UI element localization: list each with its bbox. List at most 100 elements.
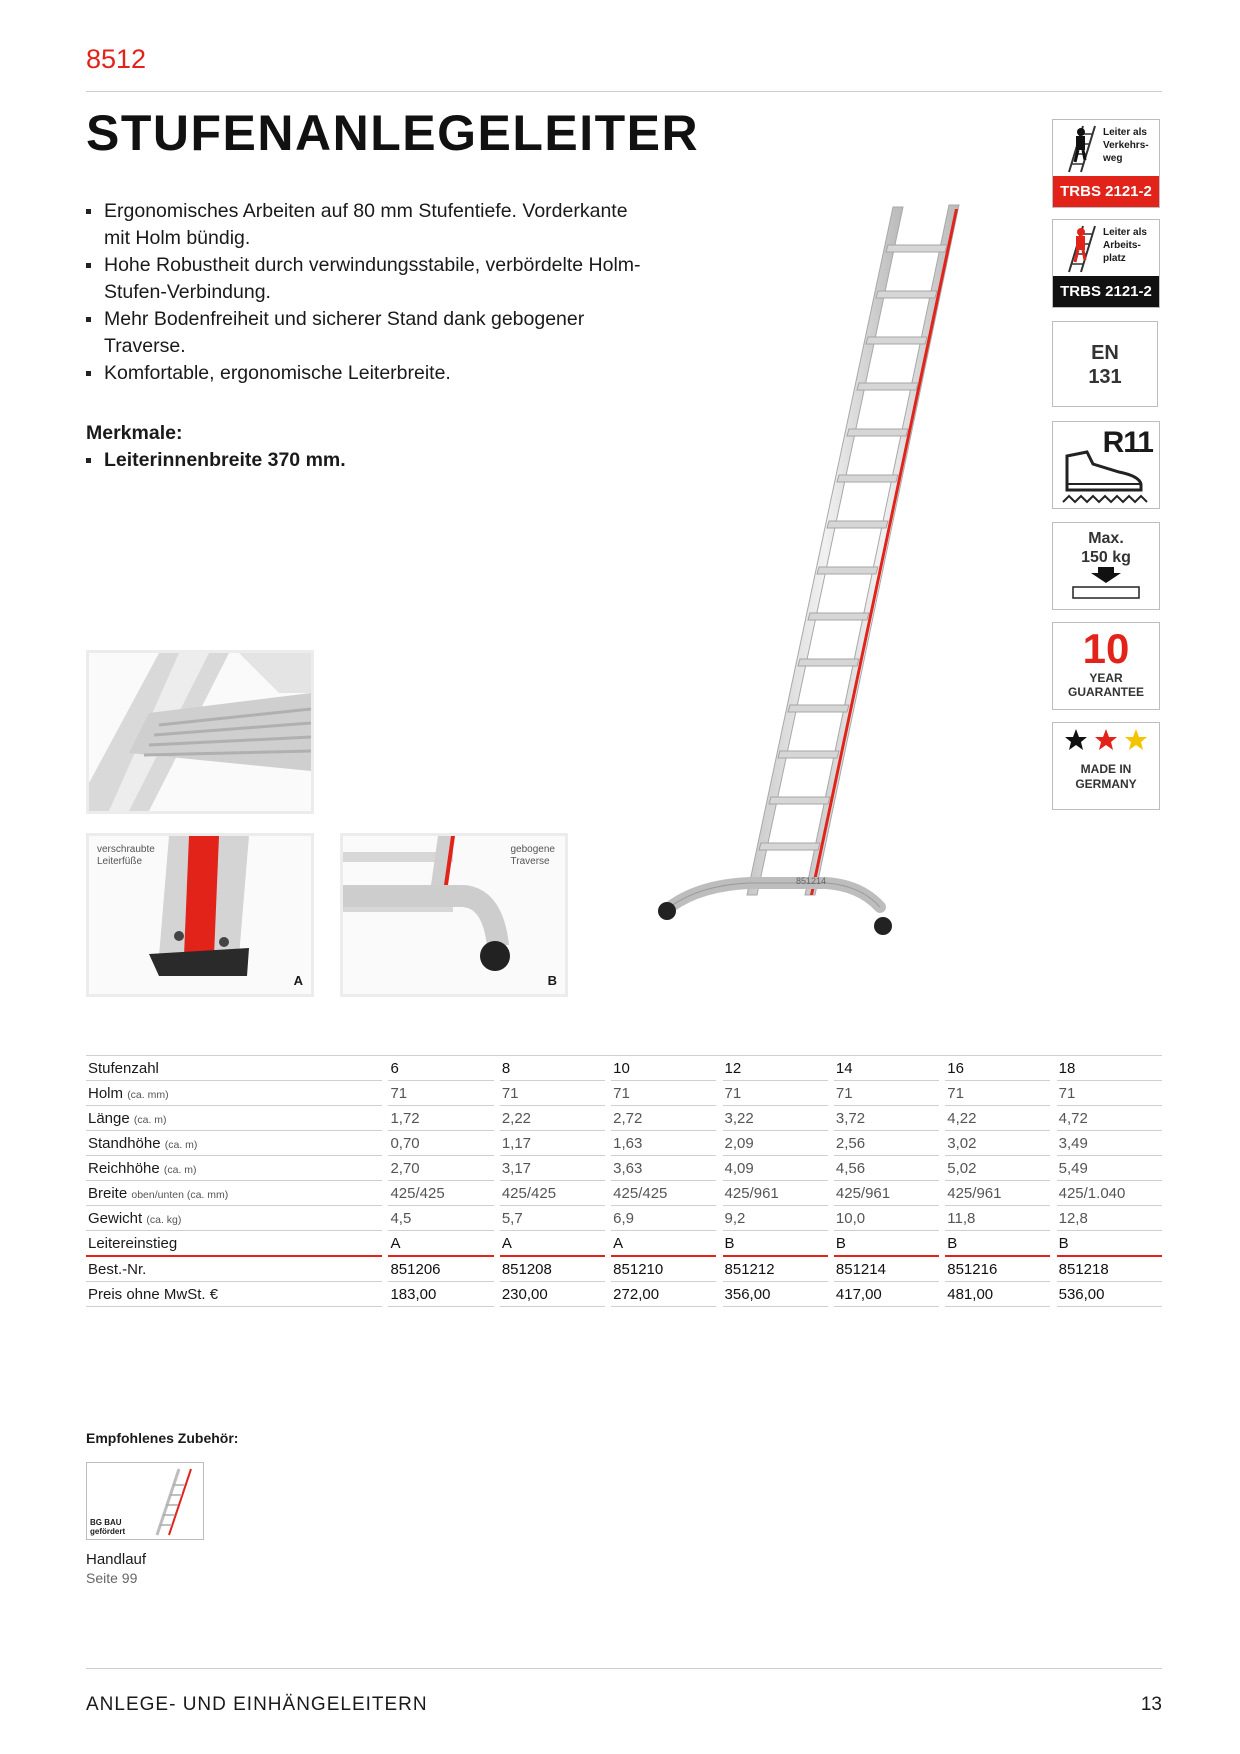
ladder-illustration: 851214	[658, 204, 960, 935]
table-cell: 9,2	[722, 1205, 828, 1231]
foot-letter: A	[293, 973, 303, 988]
table-cell: 6	[388, 1055, 494, 1081]
table-cell: 71	[1056, 1080, 1162, 1106]
traverse-detail-photo: gebogene Traverse B	[340, 833, 568, 997]
table-cell: 71	[945, 1080, 1051, 1106]
row-label: Holm (ca. mm)	[86, 1080, 383, 1106]
table-cell: 11,8	[945, 1205, 1051, 1231]
badge-r11: R11	[1052, 421, 1160, 509]
row-label: Stufenzahl	[86, 1055, 383, 1081]
table-cell: 417,00	[833, 1281, 940, 1307]
table-cell: 851216	[945, 1255, 1051, 1282]
table-cell: 2,22	[499, 1105, 606, 1131]
table-cell: 5,7	[499, 1205, 606, 1231]
table-cell: 4,09	[722, 1155, 828, 1181]
table-cell: 3,22	[722, 1105, 828, 1131]
table-cell: 183,00	[388, 1281, 494, 1307]
accessory-name[interactable]: Handlauf	[86, 1551, 147, 1568]
load-arrow-icon	[1072, 567, 1140, 599]
page-number: 13	[1140, 1694, 1162, 1715]
table-cell: 4,72	[1056, 1105, 1162, 1131]
table-cell: 5,49	[1056, 1155, 1162, 1181]
feature-item: Komfortable, ergonomische Leiterbreite.	[86, 360, 646, 387]
table-cell: B	[722, 1230, 828, 1256]
table-cell: A	[611, 1230, 717, 1256]
foot-caption: verschraubte Leiterfüße	[97, 844, 155, 867]
trbs2-text: Leiter als Arbeits- platz	[1103, 227, 1147, 264]
row-label-text: Standhöhe	[88, 1134, 161, 1152]
table-cell: 16	[945, 1055, 1051, 1081]
table-cell: 481,00	[945, 1281, 1051, 1307]
row-label: Leitereinstieg	[86, 1230, 383, 1256]
row-unit: (ca. m)	[163, 1163, 197, 1176]
handrail-ladder-image	[155, 1468, 192, 1536]
table-cell: 3,72	[833, 1105, 940, 1131]
guarantee-number: 10	[1082, 625, 1130, 672]
table-cell: A	[388, 1230, 494, 1256]
accessory-thumbnail[interactable]: BG BAU gefördert	[86, 1462, 204, 1540]
row-label-text: Best.-Nr.	[88, 1260, 147, 1278]
table-cell: 4,22	[945, 1105, 1051, 1131]
table-cell: 425/961	[833, 1180, 940, 1206]
merkmale-heading: Merkmale:	[86, 422, 183, 444]
merkmale-item: Leiterinnenbreite 370 mm.	[86, 447, 346, 474]
row-label-text: Leitereinstieg	[88, 1234, 178, 1252]
table-cell: 8	[499, 1055, 606, 1081]
badge-guarantee: 10 YEAR GUARANTEE	[1052, 622, 1160, 710]
max-line2: 150 kg	[1081, 549, 1131, 566]
table-cell: 12,8	[1056, 1205, 1162, 1231]
badge-trbs-verkehrsweg: Leiter als Verkehrs- weg TRBS 2121-2	[1052, 119, 1160, 208]
accessory-heading: Empfohlenes Zubehör:	[86, 1430, 239, 1446]
table-cell: B	[945, 1230, 1051, 1256]
table-cell: 3,63	[611, 1155, 717, 1181]
guarantee-line2: GUARANTEE	[1067, 685, 1144, 699]
model-number: 8512	[86, 44, 147, 74]
cell-spacer	[493, 1055, 500, 1081]
table-cell: 71	[388, 1080, 494, 1106]
cell-spacer	[605, 1055, 612, 1081]
row-unit: (ca. m)	[133, 1113, 167, 1126]
guarantee-line1: YEAR	[1089, 671, 1123, 685]
table-cell: 851208	[499, 1255, 606, 1282]
table-cell: 12	[722, 1055, 828, 1081]
row-label-text: Holm	[88, 1084, 124, 1102]
row-unit: (ca. mm)	[127, 1088, 169, 1101]
table-cell: 0,70	[388, 1130, 494, 1156]
table-cell: 10,0	[833, 1205, 940, 1231]
ladder-person-icon	[1068, 125, 1096, 173]
feature-item: Mehr Bodenfreiheit und sicherer Stand da…	[86, 306, 646, 360]
table-cell: 18	[1056, 1055, 1162, 1081]
foot-detail-photo: verschraubte Leiterfüße A	[86, 833, 314, 997]
row-label: Länge (ca. m)	[86, 1105, 383, 1131]
cell-spacer	[382, 1055, 389, 1081]
row-unit: oben/unten (ca. mm)	[131, 1188, 229, 1201]
table-cell: 272,00	[611, 1281, 717, 1307]
footer-section: ANLEGE- UND EINHÄNGELEITERN	[86, 1694, 428, 1715]
rung-detail-image	[89, 653, 311, 811]
traverse-letter: B	[547, 973, 557, 988]
table-cell: 3,02	[945, 1130, 1051, 1156]
table-cell: 425/425	[388, 1180, 494, 1206]
row-unit: (ca. m)	[164, 1138, 198, 1151]
table-cell: 4,56	[833, 1155, 940, 1181]
cell-spacer	[827, 1055, 834, 1081]
top-divider	[86, 91, 1162, 92]
made-line2: GERMANY	[1075, 777, 1137, 791]
table-cell: 10	[611, 1055, 717, 1081]
table-cell: 71	[499, 1080, 606, 1106]
table-cell: 2,09	[722, 1130, 828, 1156]
table-cell: 3,49	[1056, 1130, 1162, 1156]
badge-max-load: Max. 150 kg	[1052, 522, 1160, 610]
trbs2-label: TRBS 2121-2	[1053, 276, 1159, 307]
bottom-divider	[86, 1668, 1162, 1669]
row-label: Preis ohne MwSt. €	[86, 1281, 383, 1307]
accessory-page-ref[interactable]: Seite 99	[86, 1570, 138, 1586]
